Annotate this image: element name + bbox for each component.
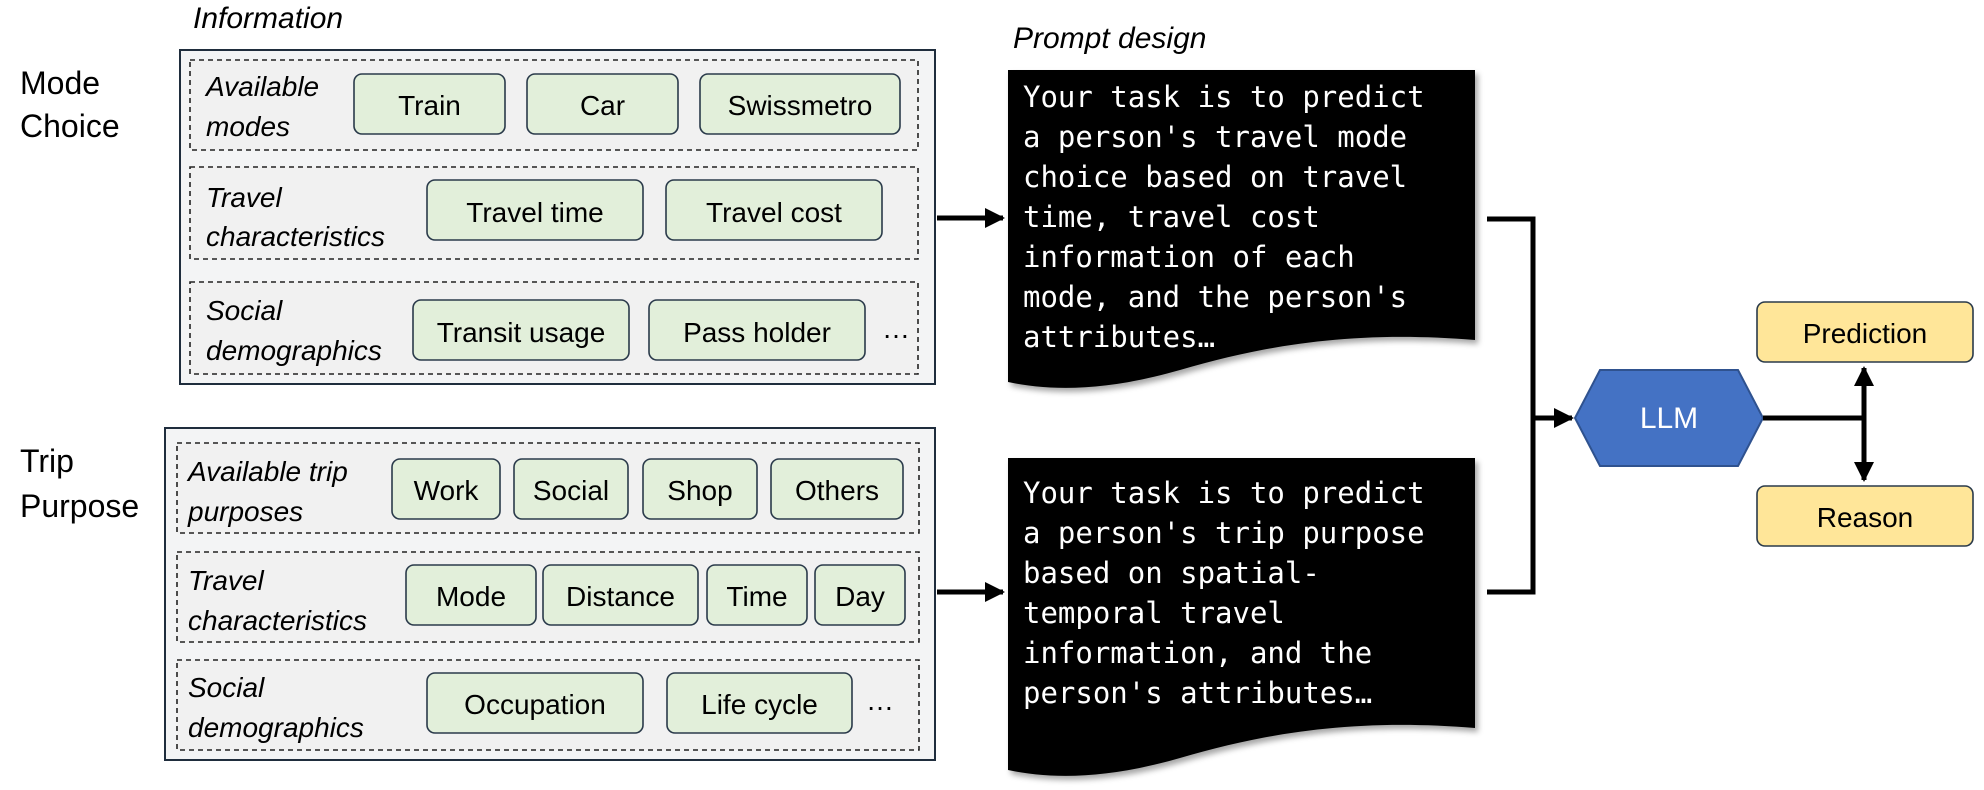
group-label-line2: modes bbox=[206, 111, 290, 142]
chip-box bbox=[526, 73, 679, 135]
chip-distance: Distance bbox=[566, 581, 675, 612]
chip-social: Social bbox=[533, 475, 609, 506]
prediction-label: Prediction bbox=[1803, 318, 1928, 349]
reason-label: Reason bbox=[1817, 502, 1914, 533]
prompt-design-heading: Prompt design bbox=[1013, 22, 1206, 55]
group-label-line2: purposes bbox=[187, 496, 303, 527]
chip-others: Others bbox=[795, 475, 879, 506]
group-label-line2: demographics bbox=[206, 335, 382, 366]
chip-box bbox=[542, 564, 699, 626]
prompt-doc-shape bbox=[1008, 458, 1475, 776]
prediction-box bbox=[1756, 301, 1974, 363]
mode-choice-group-available-modes: Available modes Train Car Swissmetro bbox=[189, 59, 919, 151]
mode-choice-title-line2: Choice bbox=[20, 108, 120, 144]
prompt-line: person's attributes… bbox=[1023, 676, 1372, 710]
mode-choice-group-social-demographics: Social demographics Transit usage Pass h… bbox=[189, 281, 919, 375]
chip-box bbox=[412, 299, 630, 361]
chip-box bbox=[426, 179, 644, 241]
chip-time: Time bbox=[726, 581, 787, 612]
prompt-line: a person's travel mode bbox=[1023, 120, 1407, 154]
group-label-line1: Travel bbox=[206, 182, 282, 213]
prompt-doc-shape bbox=[1008, 70, 1475, 388]
prompt-line: choice based on travel bbox=[1023, 160, 1407, 194]
reason-box bbox=[1756, 485, 1974, 547]
chip-box bbox=[814, 564, 906, 626]
trip-purpose-prompt-document: Your task is to predict a person's trip … bbox=[1008, 458, 1475, 776]
trip-purpose-group-available-purposes: Available trip purposes Work Social Shop… bbox=[176, 442, 920, 534]
llm-label: LLM bbox=[1640, 402, 1698, 435]
chip-box bbox=[648, 299, 866, 361]
chip-box bbox=[513, 458, 629, 520]
prompt-line: Your task is to predict bbox=[1023, 80, 1425, 114]
chip-box bbox=[706, 564, 808, 626]
chip-box bbox=[699, 73, 901, 135]
trip-purpose-title-line2: Purpose bbox=[20, 488, 139, 524]
chip-box bbox=[642, 458, 758, 520]
group-label-line2: demographics bbox=[188, 712, 364, 743]
group-label-line2: characteristics bbox=[188, 605, 367, 636]
trip-purpose-group-social-demographics: Social demographics Occupation Life cycl… bbox=[176, 659, 920, 751]
chip-car: Car bbox=[580, 90, 625, 121]
more-ellipsis: … bbox=[882, 313, 910, 344]
chip-occupation: Occupation bbox=[464, 689, 606, 720]
chip-swissmetro: Swissmetro bbox=[728, 90, 873, 121]
prompt-line: based on spatial- bbox=[1023, 556, 1320, 590]
chip-travel-cost: Travel cost bbox=[706, 197, 842, 228]
chip-transit-usage: Transit usage bbox=[437, 317, 606, 348]
more-ellipsis: … bbox=[866, 685, 894, 716]
group-label-line1: Available bbox=[204, 71, 319, 102]
chip-box bbox=[770, 458, 904, 520]
prompt-line: attributes… bbox=[1023, 320, 1215, 354]
prompt-line: time, travel cost bbox=[1023, 200, 1320, 234]
chip-work: Work bbox=[414, 475, 480, 506]
prompt-line: temporal travel bbox=[1023, 596, 1285, 630]
chip-box bbox=[353, 73, 506, 135]
prompt-line: information of each bbox=[1023, 240, 1355, 274]
chip-mode: Mode bbox=[436, 581, 506, 612]
group-label-line1: Social bbox=[188, 672, 265, 703]
mode-choice-prompt-document: Your task is to predict a person's trave… bbox=[1008, 70, 1475, 388]
mode-choice-group-travel-characteristics: Travel characteristics Travel time Trave… bbox=[189, 166, 919, 260]
mode-choice-title-line1: Mode bbox=[20, 65, 100, 101]
chip-life-cycle: Life cycle bbox=[701, 689, 818, 720]
chip-shop: Shop bbox=[667, 475, 732, 506]
information-heading: Information bbox=[193, 2, 343, 35]
chip-day: Day bbox=[835, 581, 885, 612]
chip-box bbox=[666, 672, 853, 734]
group-label-line2: characteristics bbox=[206, 221, 385, 252]
trip-purpose-group-travel-characteristics: Travel characteristics Mode Distance Tim… bbox=[176, 551, 920, 643]
chip-box bbox=[426, 672, 644, 734]
group-label-line1: Travel bbox=[188, 565, 264, 596]
prompt-line: information, and the bbox=[1023, 636, 1372, 670]
group-label-line1: Available trip bbox=[186, 456, 348, 487]
chip-box bbox=[405, 564, 537, 626]
prompt-line: a person's trip purpose bbox=[1023, 516, 1425, 550]
trip-purpose-title-line1: Trip bbox=[20, 443, 74, 479]
group-label-line1: Social bbox=[206, 295, 283, 326]
prompt-line: mode, and the person's bbox=[1023, 280, 1407, 314]
chip-pass-holder: Pass holder bbox=[683, 317, 831, 348]
chip-travel-time: Travel time bbox=[466, 197, 603, 228]
prompt-line: Your task is to predict bbox=[1023, 476, 1425, 510]
chip-train: Train bbox=[398, 90, 461, 121]
merge-bracket bbox=[1487, 216, 1536, 595]
chip-box bbox=[665, 179, 883, 241]
chip-box bbox=[391, 458, 501, 520]
